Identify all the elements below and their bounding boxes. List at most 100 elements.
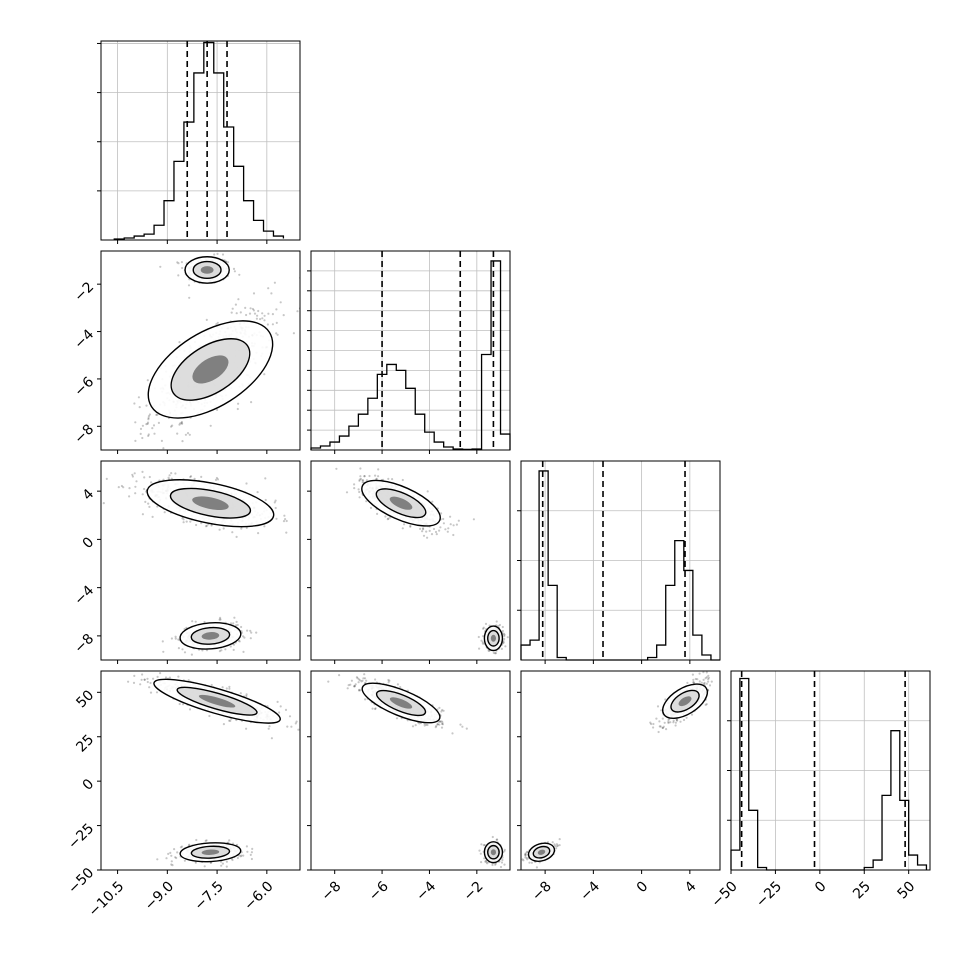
density-fill <box>389 697 413 709</box>
panel-frame <box>100 460 301 661</box>
contour-line <box>147 320 274 419</box>
scatter-point <box>141 493 144 496</box>
scatter-point <box>128 487 131 490</box>
scatter-point <box>676 719 679 722</box>
scatter-point <box>146 422 149 425</box>
scatter-point <box>189 475 192 479</box>
scatter-point <box>257 309 260 313</box>
scatter-point <box>170 854 173 857</box>
scatter-point <box>216 321 219 324</box>
scatter-point <box>180 261 183 264</box>
scatter-point <box>245 845 248 848</box>
scatter-point <box>652 722 655 726</box>
scatter-point <box>353 487 356 490</box>
scatter-point <box>120 484 123 488</box>
scatter-point <box>430 533 434 536</box>
scatter-point <box>409 524 412 528</box>
scatter-point <box>253 312 257 315</box>
scatter-point <box>491 835 494 839</box>
scatter-point <box>438 706 441 710</box>
scatter-point <box>455 523 458 526</box>
scatter-point <box>187 284 191 287</box>
scatter-point <box>414 724 417 727</box>
scatter-point <box>440 512 443 515</box>
scatter-point <box>133 669 135 671</box>
scatter-point <box>707 674 710 677</box>
scatter-point <box>353 483 356 486</box>
scatter-point <box>250 401 253 404</box>
scatter-point <box>288 715 292 718</box>
scatter-point <box>387 681 390 684</box>
scatter-group <box>102 470 288 656</box>
scatter-point <box>261 312 264 315</box>
scatter-point <box>200 522 203 525</box>
scatter-point <box>457 519 460 522</box>
scatter-point <box>178 423 181 426</box>
scatter-point <box>122 486 125 489</box>
scatter-point <box>145 404 148 407</box>
scatter-point <box>425 530 428 533</box>
scatter-point <box>263 319 266 322</box>
scatter-point <box>190 653 193 656</box>
scatter-point <box>150 481 153 484</box>
scatter-point <box>438 723 441 726</box>
scatter-point <box>128 495 131 498</box>
scatter-point <box>452 533 455 537</box>
scatter-point <box>176 261 179 264</box>
scatter-point <box>384 515 387 518</box>
contour-line <box>192 260 222 280</box>
scatter-point <box>376 512 379 516</box>
scatter-point <box>705 703 708 706</box>
scatter-point <box>279 705 282 708</box>
scatter-point <box>663 721 666 724</box>
scatter-point <box>261 317 264 320</box>
scatter-point <box>236 407 239 411</box>
scatter-point <box>444 528 447 531</box>
scatter-point <box>275 332 278 335</box>
scatter-point <box>143 476 146 479</box>
scatter-point <box>362 677 365 680</box>
scatter-point <box>233 616 236 619</box>
scatter-point <box>229 719 232 723</box>
scatter-point <box>357 488 360 491</box>
scatter-point <box>242 635 245 638</box>
scatter-point <box>232 267 236 270</box>
scatter-point <box>363 475 366 478</box>
scatter-point <box>353 685 356 688</box>
scatter-point <box>145 423 148 426</box>
scatter-point <box>257 532 260 535</box>
scatter-point <box>702 678 705 682</box>
scatter-point <box>494 652 497 655</box>
scatter-point <box>263 525 266 528</box>
scatter-point <box>250 631 253 634</box>
scatter-point <box>665 728 668 731</box>
scatter-point <box>181 440 184 443</box>
scatter-point <box>170 863 173 866</box>
contour-line <box>375 488 427 519</box>
histogram-step <box>113 41 285 240</box>
scatter-point <box>239 311 242 314</box>
scatter-point <box>422 528 425 531</box>
scatter-point <box>252 309 255 312</box>
scatter-point <box>674 721 678 724</box>
scatter-point <box>439 526 442 529</box>
scatter-point <box>134 492 137 495</box>
panel-r1-c1 <box>307 250 511 454</box>
scatter-point <box>139 427 143 430</box>
scatter-point <box>178 702 181 706</box>
scatter-point <box>228 685 231 688</box>
scatter-point <box>153 432 156 435</box>
scatter-point <box>219 618 222 621</box>
scatter-point <box>268 725 271 728</box>
contour-line <box>179 842 242 863</box>
scatter-point <box>275 308 278 311</box>
scatter-point <box>183 651 187 654</box>
panel-r3-c1 <box>307 670 511 874</box>
scatter-point <box>358 496 361 499</box>
scatter-point <box>702 671 705 674</box>
scatter-point <box>218 650 221 653</box>
contour-line <box>176 686 258 716</box>
scatter-point <box>431 500 434 503</box>
scatter-point <box>245 727 248 730</box>
scatter-point <box>440 710 443 713</box>
